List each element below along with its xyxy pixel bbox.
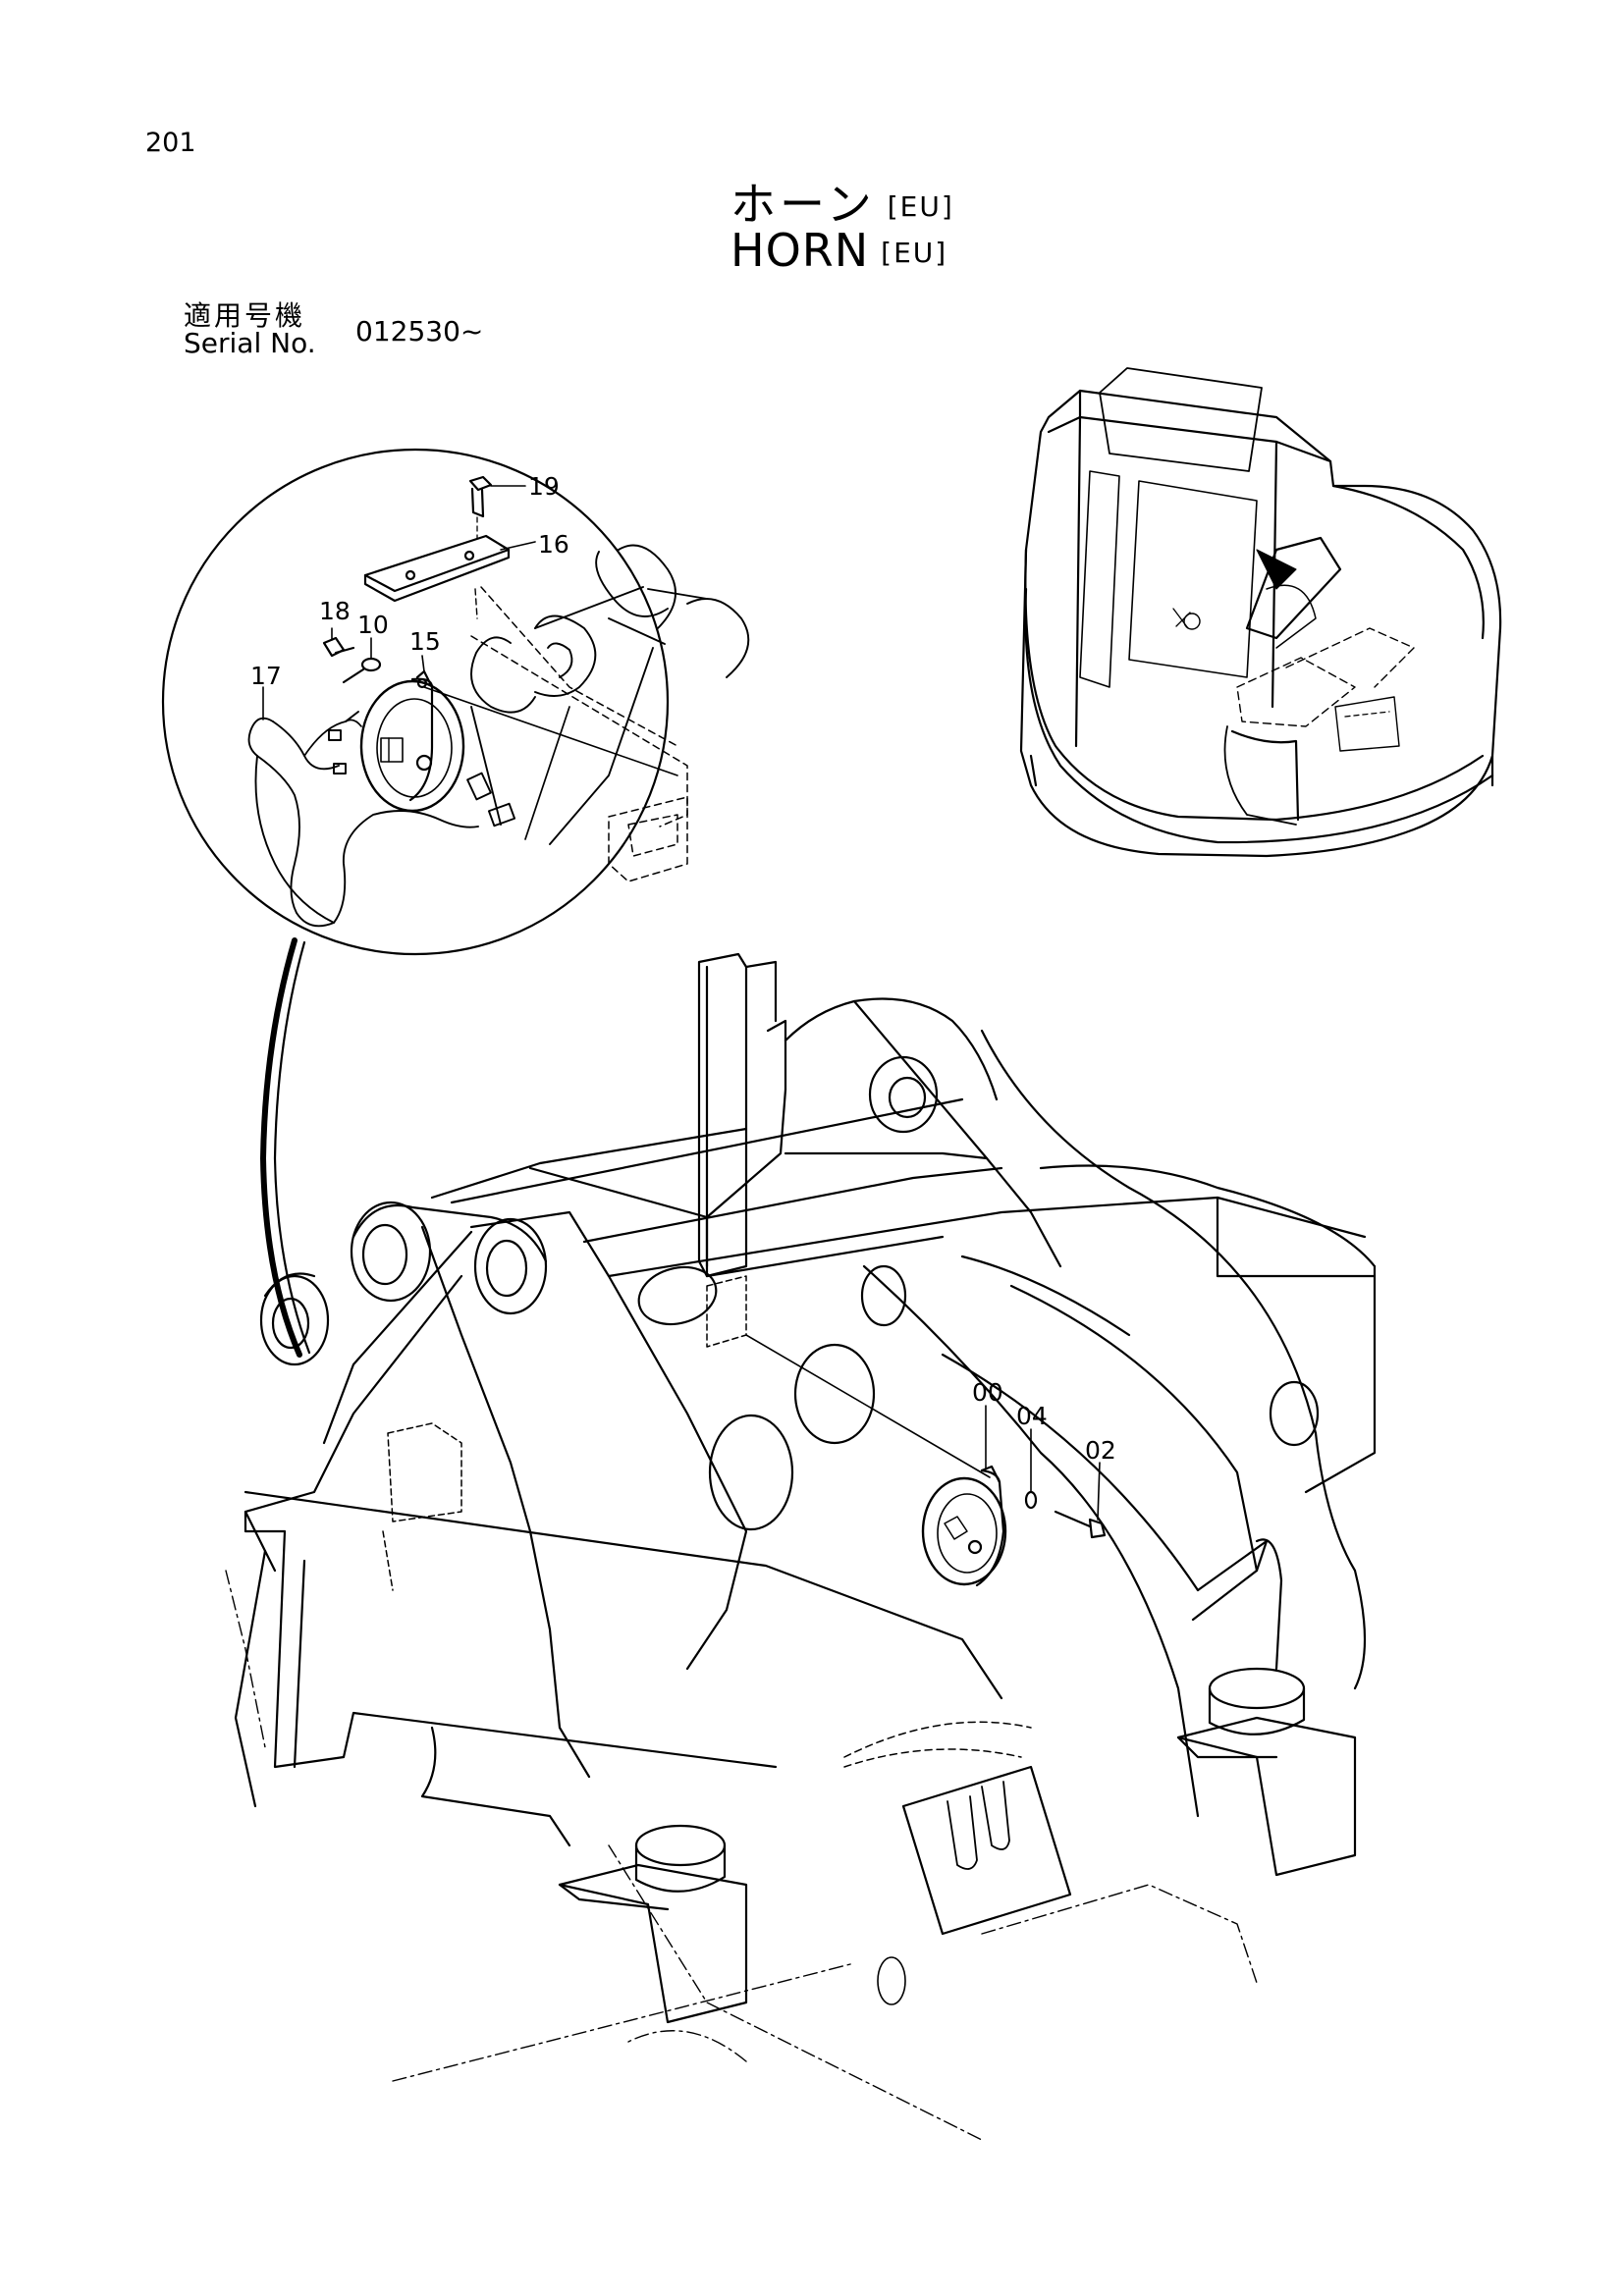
title-en-text: HORN	[730, 224, 870, 277]
callout-17: 17	[250, 662, 282, 690]
terminal-icon-10	[342, 657, 382, 684]
detail-view-circle	[161, 448, 670, 956]
callout-10: 10	[357, 611, 389, 639]
bolt-icon-02	[1054, 1510, 1107, 1539]
excavator-icon	[1019, 367, 1502, 858]
title-english: HORN [EU]	[730, 224, 947, 277]
title-jp-tag: [EU]	[887, 190, 954, 223]
washer-icon-04	[1024, 1490, 1038, 1510]
detail-connector-line	[260, 937, 302, 1358]
callout-18: 18	[319, 597, 351, 625]
title-japanese: ホーン [EU]	[730, 169, 954, 234]
detail-frame-background	[470, 544, 750, 845]
bolt-icon	[468, 475, 493, 539]
main-frame-drawing	[225, 952, 1377, 2141]
serial-number-range: 012530~	[355, 315, 484, 347]
bolt-icon-18	[322, 636, 355, 658]
callout-leaders-main	[985, 1405, 1101, 1521]
callout-16: 16	[538, 530, 569, 559]
horn-icon-main	[745, 1334, 1007, 1587]
serial-label-japanese: 適用号機	[184, 299, 306, 332]
page-number: 201	[145, 128, 196, 158]
title-jp-text: ホーン	[730, 178, 876, 231]
bracket-icon	[363, 534, 511, 619]
detail-hidden-bracket	[470, 586, 688, 882]
callout-15: 15	[409, 627, 441, 656]
harness-icon	[247, 711, 516, 928]
callout-00: 00	[972, 1378, 1003, 1407]
horn-icon	[359, 669, 678, 813]
title-en-tag: [EU]	[881, 237, 948, 269]
callout-leaders-detail	[262, 485, 536, 721]
serial-label-english: Serial No.	[184, 327, 316, 359]
callout-02: 02	[1085, 1436, 1116, 1465]
callout-19: 19	[528, 472, 560, 501]
callout-04: 04	[1016, 1402, 1048, 1430]
